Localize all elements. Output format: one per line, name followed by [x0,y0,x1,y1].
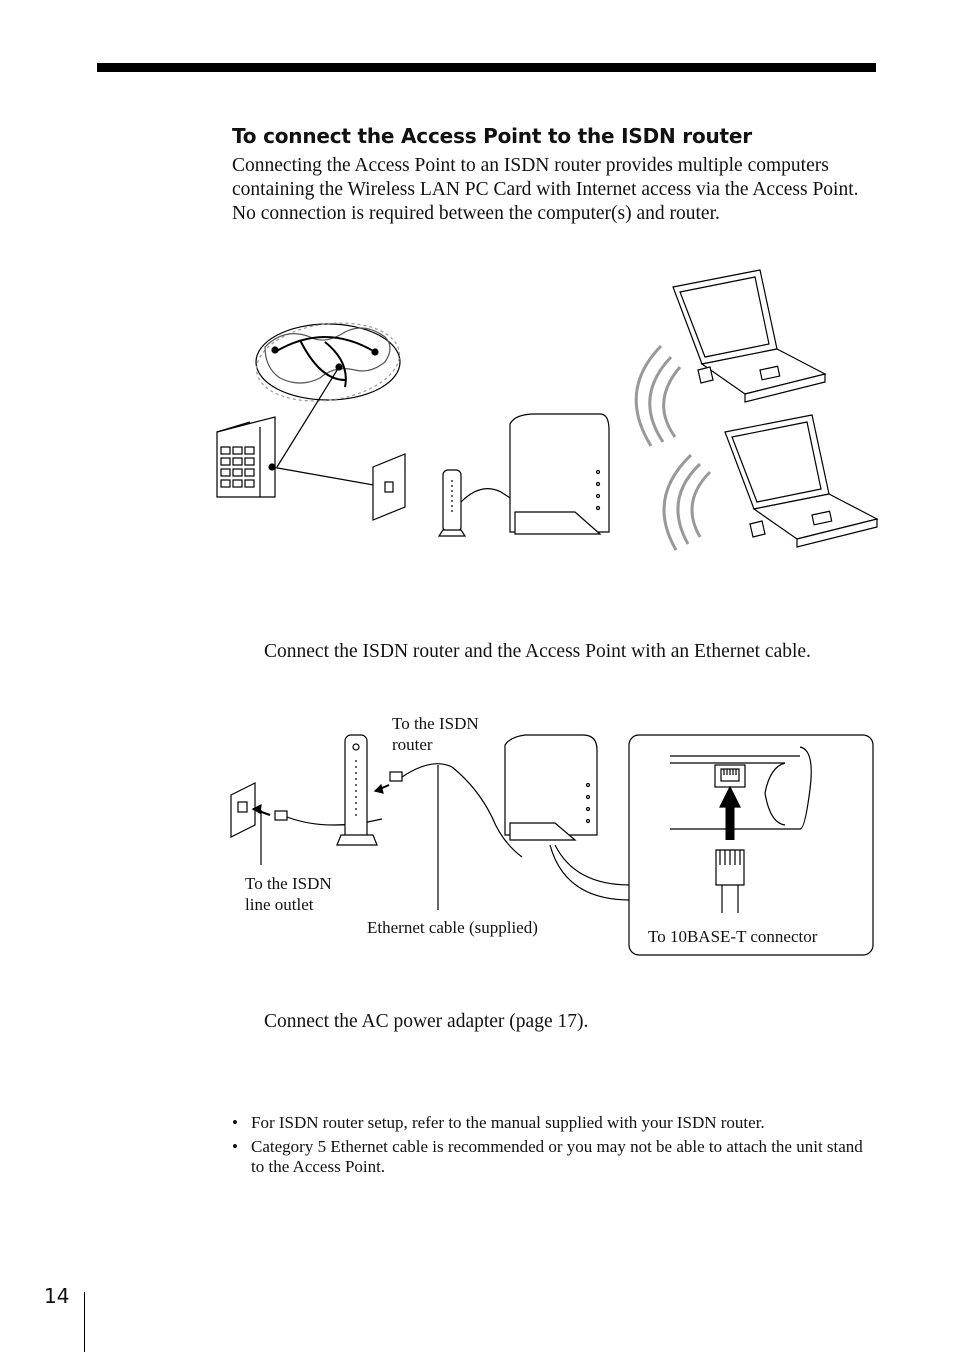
notes-list: • For ISDN router setup, refer to the man… [230,1113,880,1181]
label-10baset-connector: To 10BASE-T connector [648,927,818,946]
laptop-icon [724,414,879,548]
header-rule [97,63,876,72]
isdn-router-icon [437,469,467,537]
wall-outlet-icon [372,453,406,521]
rj45-plug-icon [715,849,745,913]
intro-paragraph: Connecting the Access Point to an ISDN r… [232,155,859,224]
note-text: Category 5 Ethernet cable is recommended… [251,1137,863,1176]
section-heading: To connect the Access Point to the ISDN … [232,124,752,148]
building-icon [216,416,276,498]
label-to-isdn-line-outlet: To the ISDN line outlet [245,874,332,914]
ethernet-port-icon [670,746,812,830]
step-2-text: Connect the AC power adapter (page 17). [264,1011,589,1032]
laptop-icon [672,269,827,403]
bullet-icon: • [232,1113,238,1132]
note-item: • For ISDN router setup, refer to the man… [230,1113,880,1133]
wireless-signal-icon [634,344,712,551]
network-overview-illustration [216,269,879,551]
label-ethernet-cable: Ethernet cable (supplied) [367,918,538,937]
isdn-router-icon [336,734,378,846]
globe-icon [255,322,401,402]
access-point-icon [504,734,598,841]
access-point-icon [509,413,610,535]
note-text: For ISDN router setup, refer to the manu… [251,1113,765,1132]
bullet-icon: • [232,1137,238,1156]
page-number: 14 [44,1284,70,1308]
label-to-isdn-router: To the ISDN router [392,714,479,754]
wall-outlet-icon [230,782,256,838]
note-item: • Category 5 Ethernet cable is recommende… [230,1137,880,1177]
connection-diagram-drawing [230,734,874,956]
page-number-rule [84,1292,85,1352]
connection-diagram: To the ISDN router To the ISDN line outl… [225,705,885,960]
step-1-text: Connect the ISDN router and the Access P… [264,641,811,662]
